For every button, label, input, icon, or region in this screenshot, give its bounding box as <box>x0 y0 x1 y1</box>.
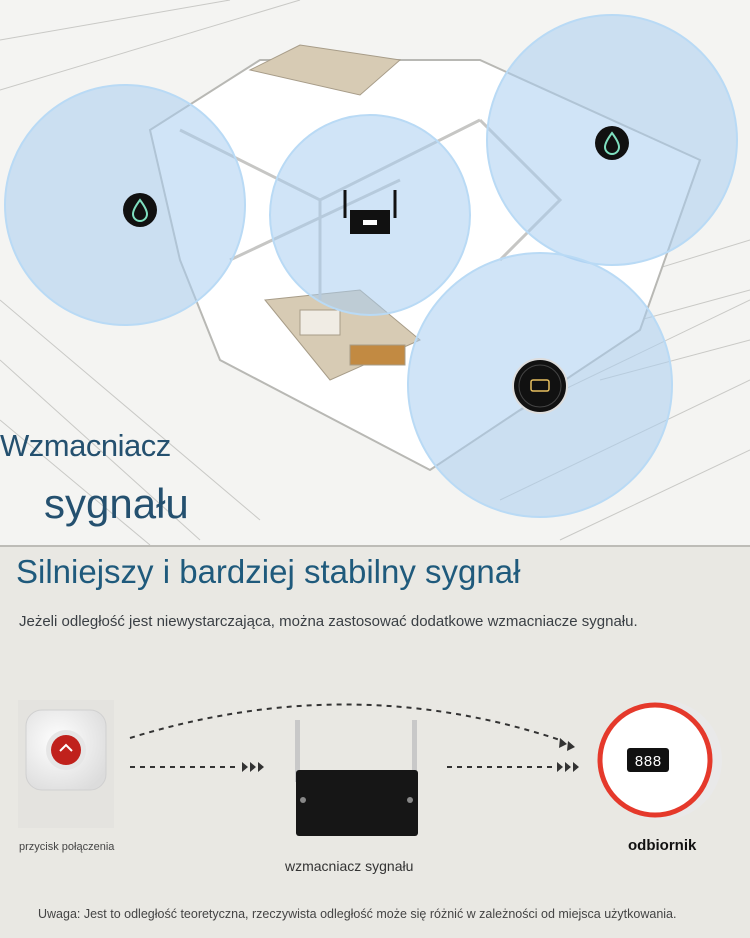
signal-diagram: 888 <box>18 700 722 836</box>
chevron-icons <box>242 738 579 772</box>
receiver-device: 888 <box>597 700 722 820</box>
call-button-label: przycisk połączenia <box>19 841 115 853</box>
signal-arrows <box>129 703 561 768</box>
receiver-display: 888 <box>634 754 661 771</box>
hero-illustration: Wzmacniacz sygnału <box>0 0 750 547</box>
water-drop-icon <box>595 126 629 160</box>
call-button-device <box>18 700 114 828</box>
curved-dashed-arrow <box>129 703 561 741</box>
hero-title-line1: Wzmacniacz <box>0 428 171 463</box>
signal-amplifier-device <box>295 720 418 836</box>
section-subtitle: Jeżeli odległość jest niewystarczająca, … <box>19 613 638 630</box>
hero-title-line2: sygnału <box>44 480 189 527</box>
disclaimer-note: Uwaga: Jest to odległość teoretyczna, rz… <box>38 907 677 921</box>
router-icon <box>343 190 397 234</box>
receiver-icon <box>512 358 568 414</box>
amplifier-label: wzmacniacz sygnału <box>285 858 414 874</box>
water-drop-icon <box>123 193 157 227</box>
house-floorplan-illustration <box>0 0 750 545</box>
receiver-label: odbiornik <box>628 837 697 854</box>
section-title: Silniejszy i bardziej stabilny sygnał <box>16 553 521 590</box>
